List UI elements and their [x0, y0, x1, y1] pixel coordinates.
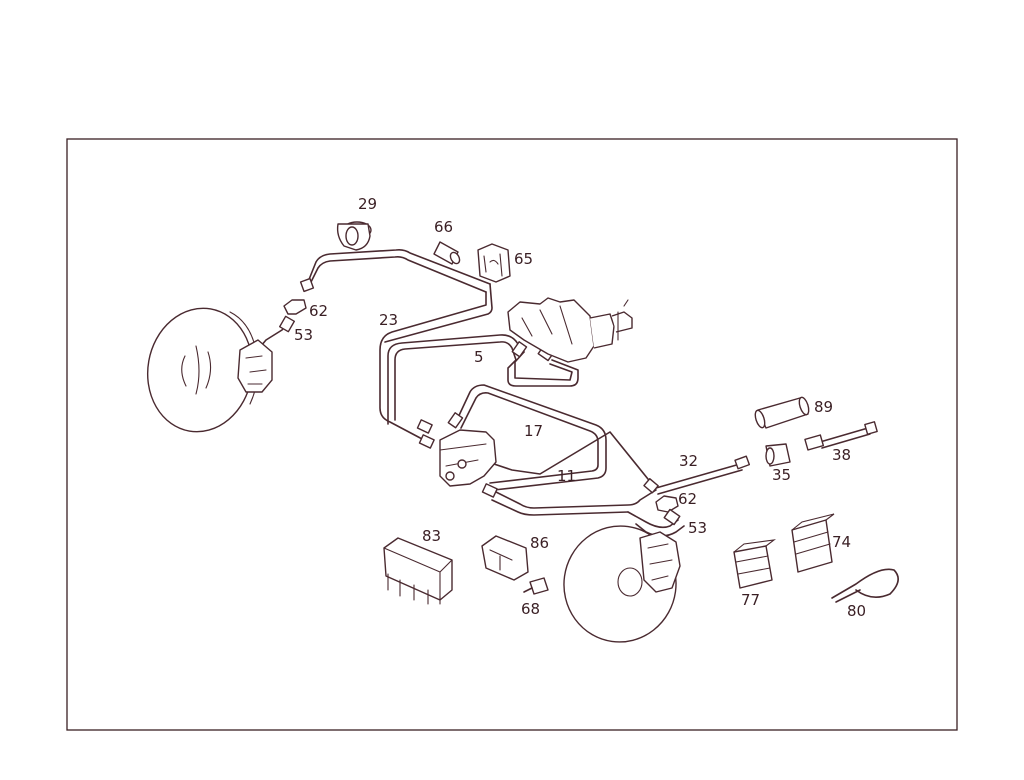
brake-pipe-17 — [454, 384, 607, 491]
pipe-holder-83 — [383, 537, 453, 605]
callout-5: 5 — [474, 348, 484, 366]
brake-pipe-11 — [487, 431, 657, 516]
bleeder-screw-68 — [523, 577, 549, 595]
callout-38: 38 — [832, 446, 851, 464]
grommet-29 — [336, 221, 372, 251]
pipe-38 — [804, 421, 878, 451]
callout-66: 66 — [434, 218, 453, 236]
callout-74: 74 — [832, 533, 851, 551]
brake-pipe-23 — [307, 249, 493, 441]
callout-11: 11 — [557, 467, 576, 485]
brake-disc-right — [563, 525, 681, 643]
bracket-62-left — [283, 299, 307, 315]
callout-53-left: 53 — [294, 326, 313, 344]
damper-block-74 — [791, 513, 835, 573]
damper-block-77 — [733, 539, 777, 589]
brake-disc-left — [146, 307, 273, 433]
callout-80: 80 — [847, 602, 866, 620]
callout-23: 23 — [379, 311, 398, 329]
callout-89: 89 — [814, 398, 833, 416]
brake-booster — [507, 297, 633, 363]
sleeve-89 — [754, 396, 810, 429]
nut-35 — [765, 443, 791, 467]
clip-86 — [481, 535, 529, 581]
brake-pipe-5 — [387, 334, 579, 425]
clip-65 — [477, 243, 511, 283]
callout-17: 17 — [524, 422, 543, 440]
callout-35: 35 — [772, 466, 791, 484]
distribution-block — [439, 429, 497, 487]
hose-53-right — [663, 508, 681, 526]
callout-77: 77 — [741, 591, 760, 609]
callout-83: 83 — [422, 527, 441, 545]
callout-62-right: 62 — [678, 490, 697, 508]
callout-53-right: 53 — [688, 519, 707, 537]
brake-pipe-32 — [655, 463, 743, 495]
cable-tie-80 — [831, 568, 899, 603]
bracket-62-right — [655, 495, 679, 513]
callout-32: 32 — [679, 452, 698, 470]
callout-86: 86 — [530, 534, 549, 552]
callout-65: 65 — [514, 250, 533, 268]
diagram-frame — [66, 138, 958, 731]
sleeve-66 — [433, 241, 461, 265]
callout-68: 68 — [521, 600, 540, 618]
callout-62-left: 62 — [309, 302, 328, 320]
callout-29: 29 — [358, 195, 377, 213]
